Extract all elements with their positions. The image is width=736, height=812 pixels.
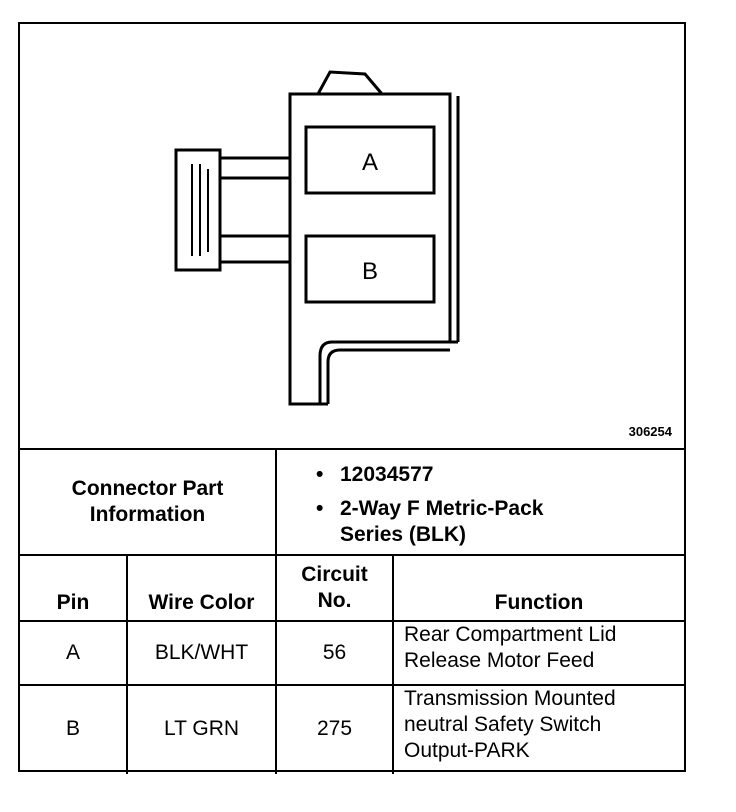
divider [20, 620, 684, 622]
connector-part-info-label: Connector Part Information [71, 477, 224, 526]
divider [126, 554, 128, 774]
row-a-pin: A [65, 641, 80, 664]
row-b-wire-color: LT GRN [163, 717, 240, 740]
divider [275, 448, 277, 684]
connector-diagram: A B 306254 [20, 24, 684, 449]
connector-end-view-sheet: A B 306254 Connector Part Information • … [18, 22, 686, 774]
header-circuit-no: Circuit No. [301, 563, 368, 612]
row-a-wire-color: BLK/WHT [154, 641, 249, 664]
divider [392, 554, 394, 774]
row-b-pin: B [65, 717, 80, 740]
figure-number: 306254 [628, 424, 672, 439]
divider [275, 684, 277, 774]
divider [20, 554, 684, 556]
series-item: • 2-Way F Metric-Pack Series (BLK) [316, 497, 544, 546]
divider [20, 448, 684, 450]
connector-latch [174, 148, 222, 272]
connector-body [288, 92, 452, 406]
cavity-b [304, 234, 436, 304]
header-wire-color: Wire Color [148, 591, 255, 614]
cavity-a [304, 125, 436, 195]
connector-part-details: • 12034577 • 2-Way F Metric-Pack Series … [316, 462, 543, 548]
connector-drawing: A B [174, 70, 460, 406]
row-b-circuit: 275 [316, 717, 353, 740]
part-number-item: • 12034577 [316, 463, 434, 486]
cavity-a-label: A [362, 149, 378, 176]
row-a-function: Rear Compartment Lid Release Motor Feed [404, 623, 617, 672]
header-function: Function [494, 591, 584, 614]
header-pin: Pin [56, 591, 90, 614]
row-b-function: Transmission Mounted neutral Safety Swit… [404, 687, 616, 762]
cavity-b-label: B [362, 258, 378, 285]
row-a-circuit: 56 [322, 641, 347, 664]
divider [20, 684, 684, 686]
